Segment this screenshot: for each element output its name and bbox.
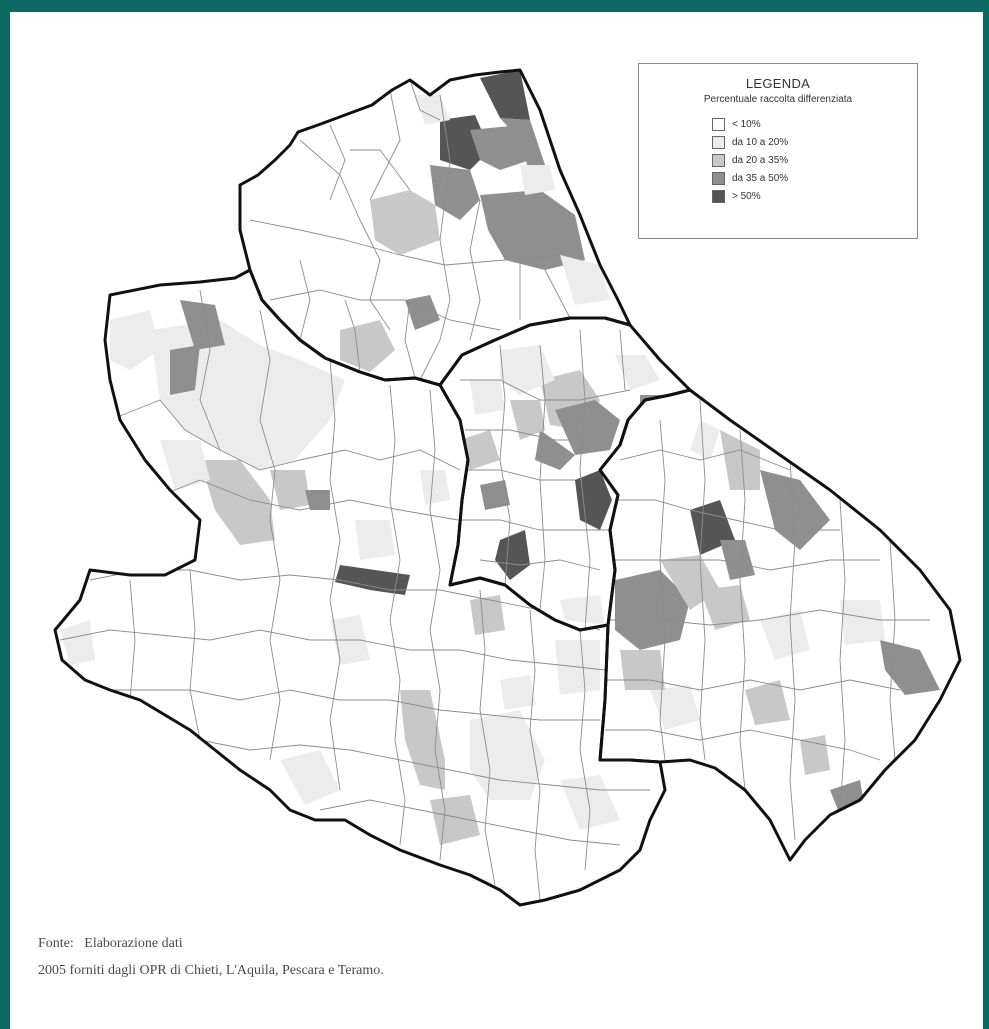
legend-label: < 10%: [732, 118, 761, 130]
legend-swatch: [712, 153, 725, 167]
legend-title: LEGENDA: [745, 76, 811, 91]
legend-label: da 20 a 35%: [732, 154, 789, 166]
legend-label: da 35 a 50%: [732, 172, 789, 184]
legend-list: < 10% da 10 a 20% da 20 a 35% da 35 a 50…: [712, 115, 917, 205]
legend-label: da 10 a 20%: [732, 136, 789, 148]
legend-item: > 50%: [712, 187, 917, 205]
legend-label: > 50%: [732, 190, 761, 202]
legend-item: da 35 a 50%: [712, 169, 917, 187]
source-line-2: 2005 forniti dagli OPR di Chieti, L'Aqui…: [38, 963, 384, 978]
legend-item: da 10 a 20%: [712, 133, 917, 151]
source-line-1: Fonte: Elaborazione dati: [38, 936, 183, 951]
legend-swatch: [712, 135, 725, 149]
legend-subtitle: Percentuale raccolta differenziata: [703, 94, 853, 105]
legend-item: < 10%: [712, 115, 917, 133]
legend-swatch: [712, 171, 725, 185]
source-note: Fonte: Elaborazione dati 2005 forniti da…: [38, 930, 384, 984]
legend-swatch: [712, 189, 725, 203]
legend-swatch: [712, 117, 725, 131]
legend-item: da 20 a 35%: [712, 151, 917, 169]
map-legend: LEGENDA Percentuale raccolta differenzia…: [638, 63, 918, 239]
province-borders: [53, 68, 962, 907]
